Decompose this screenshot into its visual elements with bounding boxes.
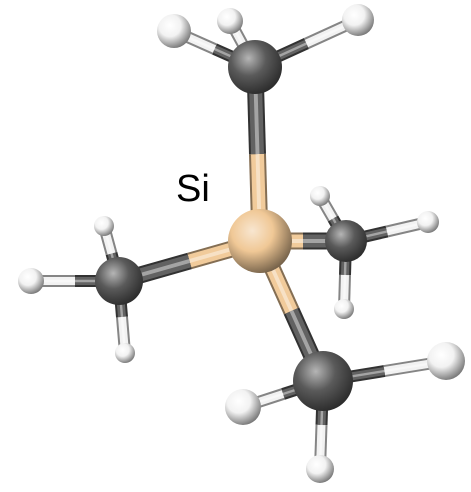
hydrogen-atom-h-left-left	[18, 268, 44, 294]
hydrogen-atom-h-top-right	[342, 4, 374, 36]
carbon-atom-c-left	[95, 257, 143, 305]
hydrogen-atom-h-bottom-right	[427, 342, 465, 380]
atoms-layer	[18, 4, 465, 483]
carbon-atom-c-right	[325, 220, 367, 262]
hydrogen-atom-h-right-down	[334, 299, 354, 319]
silicon-atom-si	[228, 209, 292, 273]
hydrogen-atom-h-top-back	[217, 8, 243, 34]
silicon-atom-label: Si	[176, 168, 210, 210]
hydrogen-atom-h-right-right	[417, 211, 439, 233]
hydrogen-atom-h-left-up	[94, 216, 114, 236]
hydrogen-atom-h-left-down	[115, 343, 135, 363]
hydrogen-atom-h-top-left	[157, 14, 191, 48]
hydrogen-atom-h-right-up	[310, 186, 330, 206]
carbon-atom-c-top	[228, 40, 282, 94]
hydrogen-atom-h-bottom-left	[225, 389, 261, 425]
carbon-atom-c-bottom	[293, 351, 353, 411]
hydrogen-atom-h-bottom-down	[306, 455, 334, 483]
